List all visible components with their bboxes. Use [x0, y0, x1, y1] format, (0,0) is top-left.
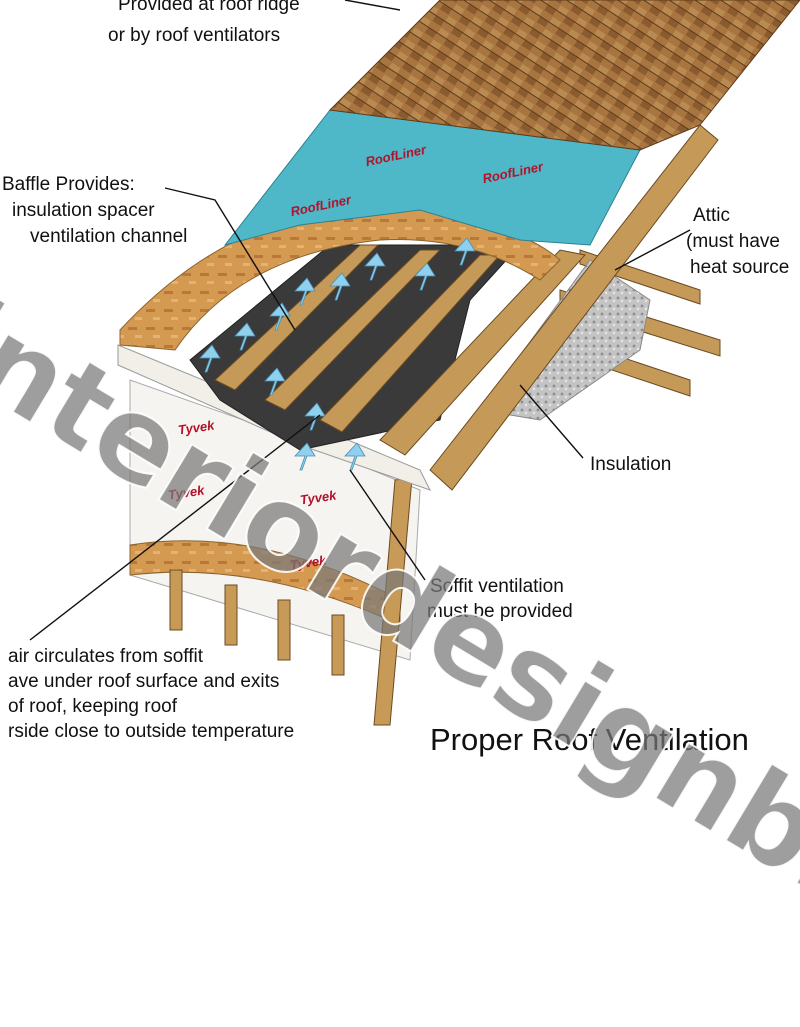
label-attic-line2: (must have: [686, 231, 780, 252]
label-ridge-line2: or by roof ventilators: [108, 25, 281, 46]
rafters: [214, 124, 719, 491]
wall-studs: [169, 477, 413, 726]
label-baffle-line3: ventilation channel: [30, 226, 188, 247]
label-ridge-line1: Provided at roof ridge: [118, 0, 300, 15]
label-air-line3: of roof, keeping roof: [8, 696, 177, 717]
label-attic-line3: heat source: [690, 257, 790, 278]
label-attic-line1: Attic: [693, 205, 730, 226]
label-soffit-line2: must be provided: [427, 601, 573, 622]
label-insulation: Insulation: [590, 454, 672, 475]
label-air-line4: rside close to outside temperature: [8, 721, 295, 742]
label-air-line1: air circulates from soffit: [8, 646, 203, 667]
leader-lines: [29, 0, 691, 641]
label-baffle-line2: insulation spacer: [12, 200, 155, 221]
lower-sheathing: [129, 540, 401, 626]
shingle-roof: [328, 0, 800, 151]
label-air-line2: ave under roof surface and exits: [8, 671, 280, 692]
airflow-arrows: [199, 237, 476, 471]
label-soffit-line1: Soffit ventilation: [430, 576, 564, 597]
label-baffle-line1: Baffle Provides:: [2, 174, 135, 195]
diagram-canvas: [29, 0, 800, 726]
diagram-title: Proper Roof Ventilation: [430, 722, 749, 757]
